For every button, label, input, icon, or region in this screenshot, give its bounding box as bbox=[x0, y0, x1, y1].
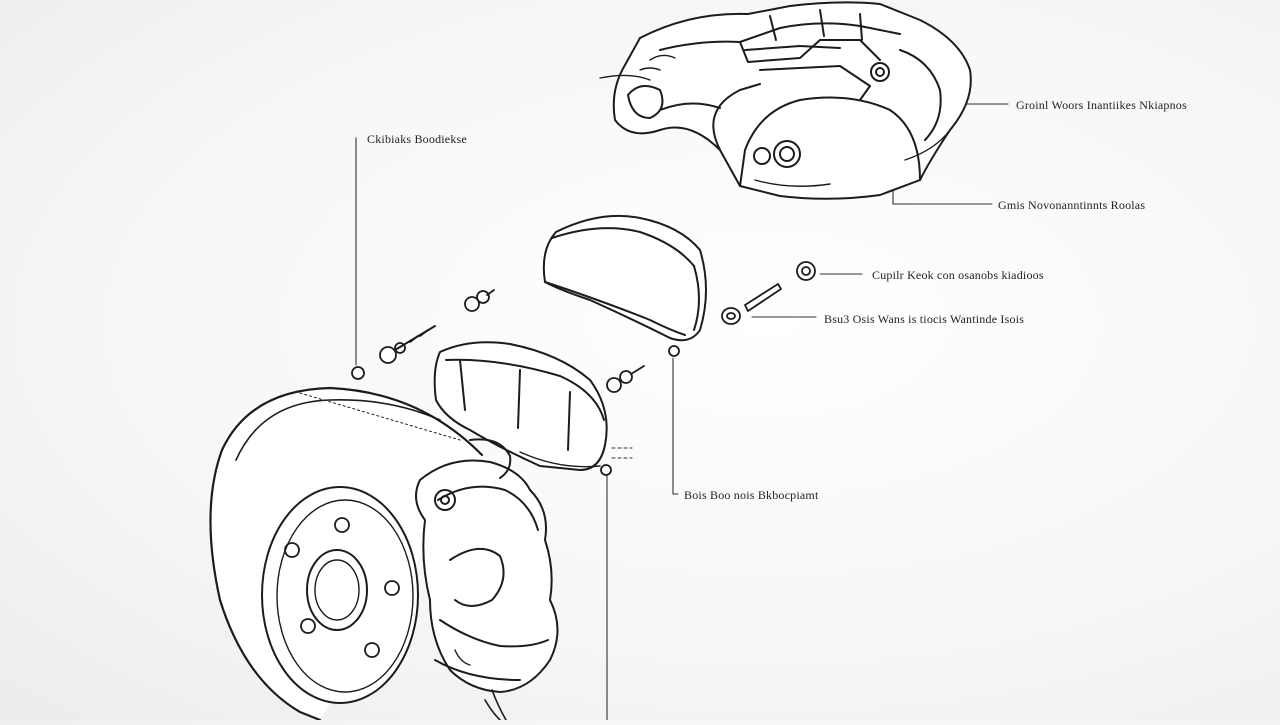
hardware-bolts bbox=[351, 261, 816, 476]
label-top-left: Ckibiaks Boodiekse bbox=[367, 132, 467, 146]
label-top-right: Groinl Woors Inantiikes Nkiapnos bbox=[1016, 98, 1187, 112]
label-caliper-lower: Gmis Novonanntinnts Roolas bbox=[998, 198, 1146, 212]
label-bolt-upper: Cupilr Keok con osanobs kiadioos bbox=[872, 268, 1044, 282]
upper-caliper bbox=[599, 1, 972, 200]
label-bolt-lower: Bsu3 Osis Wans is tiocis Wantinde Isois bbox=[824, 312, 1025, 326]
label-pad-lower: Bois Boo nois Bkbocpiamt bbox=[684, 488, 819, 502]
brake-pad-lower bbox=[433, 341, 608, 471]
brake-pad-upper bbox=[542, 214, 707, 342]
mounted-caliper bbox=[415, 438, 559, 721]
brake-rotor bbox=[209, 386, 484, 722]
leader-lines bbox=[355, 103, 1009, 721]
